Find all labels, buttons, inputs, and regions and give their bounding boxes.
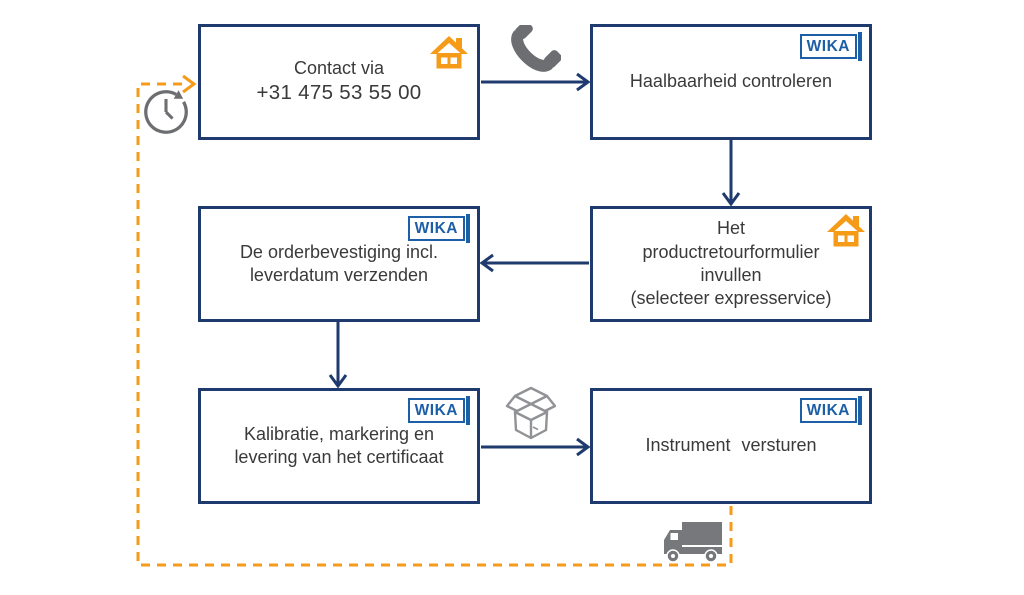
step-order-confirmation-box: De orderbevestiging incl. leverdatum ver…: [198, 206, 480, 322]
wika-logo: WIKA: [407, 396, 470, 425]
step-label: Haalbaarheid controleren: [629, 71, 833, 92]
processing-time-icon: [139, 85, 193, 144]
step-return-form-box: Het productretourformulier invullen (sel…: [590, 206, 872, 322]
step-label: Contact via: [293, 57, 385, 78]
step-contact-box: Contact via +31 475 53 55 00: [198, 24, 480, 140]
wika-logo: WIKA: [407, 214, 470, 243]
home-icon: [826, 213, 866, 256]
step-label: levering van het certificaat: [234, 447, 444, 467]
step-label: (selecteer expresservice): [630, 288, 832, 309]
return-loop-dashed-arrow: [136, 74, 733, 567]
step-ship-instrument-box: Instrument versturen WIKA: [590, 388, 872, 504]
open-box-icon: [502, 385, 560, 450]
step-label: De orderbevestiging incl.: [239, 241, 439, 262]
step-calibration-box: Kalibratie, markering en levering van he…: [198, 388, 480, 504]
solid-arrows: [328, 72, 741, 457]
phone-number: +31 475 53 55 00: [256, 81, 422, 105]
home-icon: [429, 35, 469, 78]
wika-logo: WIKA: [799, 32, 862, 61]
step-label: leverdatum verzenden: [249, 265, 429, 285]
step-label: invullen: [700, 265, 762, 285]
step-label: productretourformulier: [642, 241, 820, 262]
step-label: Het: [716, 218, 745, 239]
step-feasibility-box: Haalbaarheid controleren WIKA: [590, 24, 872, 140]
delivery-truck-icon: [660, 518, 724, 569]
wika-logo: WIKA: [799, 396, 862, 425]
step-label: Instrument versturen: [645, 435, 817, 456]
phone-handset-icon: [501, 21, 562, 90]
step-label: Kalibratie, markering en: [243, 423, 435, 444]
